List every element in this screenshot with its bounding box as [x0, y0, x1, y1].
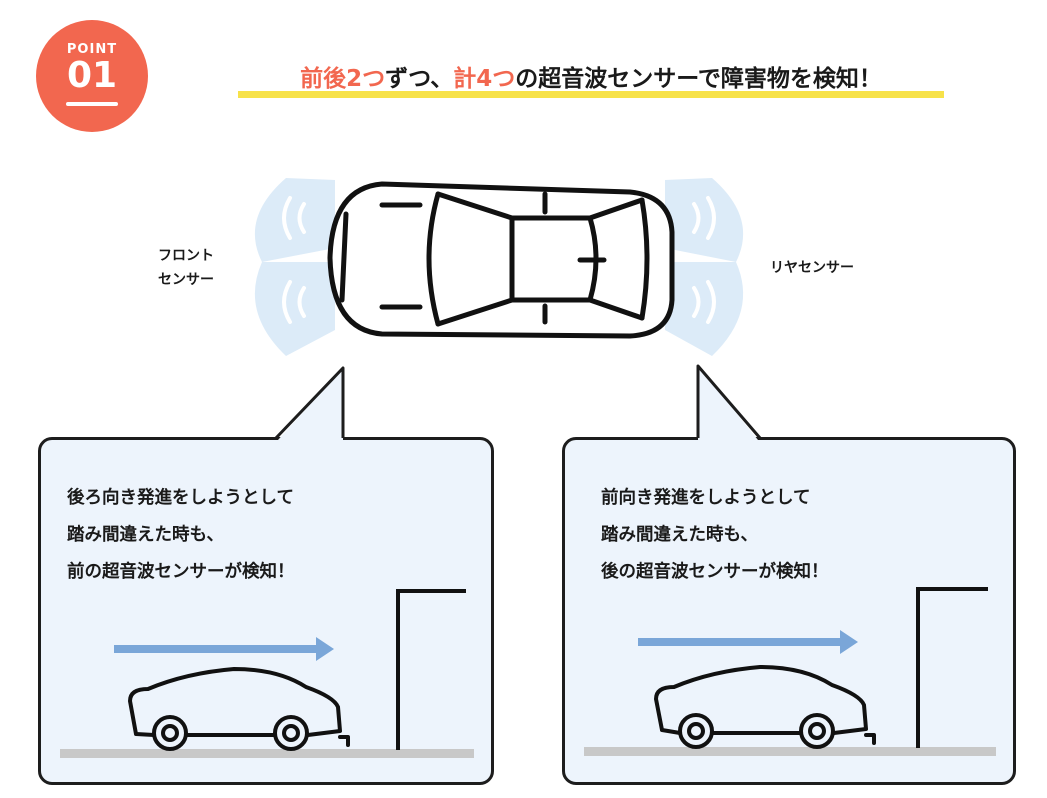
ground [60, 749, 474, 758]
rear-lower-wave [665, 262, 744, 356]
bubble-line-part: が検知！ [758, 562, 829, 582]
bubble-line-part: 超音波センサー [102, 562, 225, 582]
bubble-line: 踏み間違えた時も、 [601, 517, 829, 554]
right-speech-bubble: 前向き発進をしようとして踏み間違えた時も、後の超音波センサーが検知！ [562, 437, 1016, 785]
headline-part-3: の超音波センサーで障害物を検知！ [515, 66, 882, 92]
front-sensor-waves [254, 178, 335, 356]
bubble-line: 前の超音波センサーが検知！ [67, 554, 295, 591]
wall [916, 587, 988, 748]
bubble-line: 後の超音波センサーが検知！ [601, 554, 829, 591]
front-upper-wave [254, 178, 335, 262]
headline: 前後2つずつ、計4つの超音波センサーで障害物を検知！ [238, 62, 944, 102]
headline-part-2: 計4つ [453, 66, 516, 92]
front-sensor-label-line1: フロント [158, 248, 214, 264]
bubble-line: 前向き発進をしようとして [601, 480, 829, 517]
badge-word: POINT [66, 42, 118, 57]
car-side-view [654, 665, 876, 749]
ground [584, 747, 996, 756]
bubble-line-part: 踏み間違えた時も、 [601, 525, 758, 545]
rear-sensor-waves [665, 178, 744, 356]
wall [396, 589, 466, 750]
bubble-line-part: 超音波センサー [636, 562, 759, 582]
direction-arrow [638, 630, 858, 654]
bubble-line-part: が検知！ [224, 562, 295, 582]
bubble-line-part: 後の [601, 562, 636, 582]
front-sensor-label-line2: センサー [158, 272, 214, 288]
bubble-line-part: 前の [67, 562, 102, 582]
right-scene [584, 587, 996, 756]
bubble-line: 踏み間違えた時も、 [67, 517, 295, 554]
point-badge: POINT 01 [36, 20, 148, 132]
car-top-view [327, 181, 675, 339]
bubble-line: 後ろ向き発進をしようとして [67, 480, 295, 517]
car-side-view [128, 667, 350, 751]
front-sensor-label: フロント センサー [158, 244, 214, 292]
left-bubble-text: 後ろ向き発進をしようとして踏み間違えた時も、前の超音波センサーが検知！ [67, 480, 295, 591]
direction-arrow [114, 637, 334, 661]
rear-upper-wave [665, 178, 744, 262]
badge-number: 01 [66, 55, 118, 96]
left-speech-bubble: 後ろ向き発進をしようとして踏み間違えた時も、前の超音波センサーが検知！ [38, 437, 494, 785]
badge-underline [66, 102, 118, 106]
bubble-line-part: 前向き発進をしようとして [601, 488, 811, 508]
rear-sensor-label: リヤセンサー [770, 260, 854, 276]
front-lower-wave [254, 262, 335, 356]
bubble-line-part: 踏み間違えた時も、 [67, 525, 224, 545]
headline-part-1: ずつ、 [385, 66, 454, 92]
left-scene [60, 589, 474, 758]
headline-part-0: 前後2つ [300, 66, 386, 92]
right-bubble-text: 前向き発進をしようとして踏み間違えた時も、後の超音波センサーが検知！ [601, 480, 829, 591]
bubble-line-part: 後ろ向き発進をしようとして [67, 488, 294, 508]
